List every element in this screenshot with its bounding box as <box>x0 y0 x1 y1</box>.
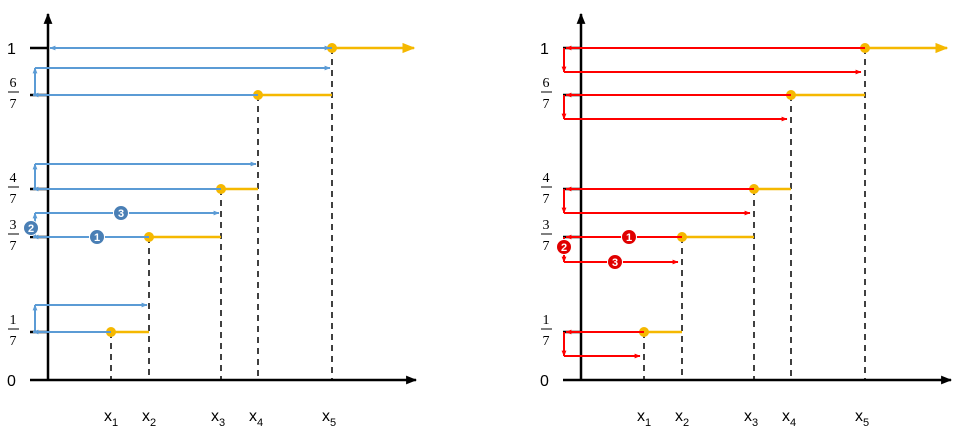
left-step-badge-2: 2 <box>23 220 39 236</box>
left-dashed-lines <box>110 48 333 380</box>
y-label-one-seventh: 1 7 <box>8 313 19 349</box>
y-label-three-sevenths: 3 7 <box>541 218 552 254</box>
y-label-four-sevenths: 4 7 <box>8 171 19 207</box>
svg-text:1: 1 <box>10 313 17 328</box>
svg-text:6: 6 <box>543 76 550 91</box>
svg-text:1: 1 <box>626 232 632 244</box>
right-step-function <box>644 42 949 334</box>
right-step-badge-2: 2 <box>556 239 572 255</box>
y-label-zero: 0 <box>7 373 16 390</box>
right-step-badge-3: 3 <box>607 254 623 270</box>
svg-text:7: 7 <box>10 239 17 254</box>
x-label-5: x5 <box>855 408 869 429</box>
svg-text:3: 3 <box>543 218 550 233</box>
x-label-3: x3 <box>744 408 758 429</box>
y-label-one-seventh: 1 7 <box>541 313 552 349</box>
svg-text:3: 3 <box>612 257 618 269</box>
svg-text:7: 7 <box>543 97 550 112</box>
svg-text:2: 2 <box>28 223 34 235</box>
svg-text:7: 7 <box>543 334 550 349</box>
right-plot: 1 2 3 1 0 6 7 4 7 3 7 1 <box>540 12 953 429</box>
left-step-badge-1: 1 <box>89 229 105 245</box>
left-step-badge-3: 3 <box>113 205 129 221</box>
svg-text:1: 1 <box>543 313 550 328</box>
svg-text:3: 3 <box>118 208 124 220</box>
x-label-1: x1 <box>637 408 651 429</box>
y-label-one: 1 <box>540 41 549 58</box>
svg-text:2: 2 <box>561 242 567 254</box>
y-label-zero: 0 <box>540 373 549 390</box>
y-label-one: 1 <box>7 41 16 58</box>
svg-text:7: 7 <box>10 334 17 349</box>
right-step-badge-1: 1 <box>621 229 637 245</box>
x-label-5: x5 <box>322 408 336 429</box>
svg-text:4: 4 <box>10 171 17 186</box>
svg-text:4: 4 <box>543 171 550 186</box>
x-label-1: x1 <box>104 408 118 429</box>
y-label-four-sevenths: 4 7 <box>541 171 552 207</box>
left-arrows <box>32 45 332 335</box>
x-label-2: x2 <box>675 408 689 429</box>
svg-text:7: 7 <box>10 97 17 112</box>
svg-text:3: 3 <box>10 218 17 233</box>
y-label-six-sevenths: 6 7 <box>8 76 19 112</box>
left-step-function <box>111 42 416 334</box>
y-label-three-sevenths: 3 7 <box>8 218 19 254</box>
svg-text:7: 7 <box>10 192 17 207</box>
left-plot: 1 2 3 1 0 6 7 4 7 3 7 1 <box>7 12 418 429</box>
x-label-4: x4 <box>249 408 263 429</box>
y-label-six-sevenths: 6 7 <box>541 76 552 112</box>
x-label-3: x3 <box>211 408 225 429</box>
x-label-4: x4 <box>782 408 796 429</box>
svg-text:7: 7 <box>543 192 550 207</box>
right-arrows <box>561 45 865 359</box>
svg-text:1: 1 <box>94 232 100 244</box>
svg-text:6: 6 <box>10 76 17 91</box>
x-label-2: x2 <box>142 408 156 429</box>
svg-text:7: 7 <box>543 239 550 254</box>
right-dashed-lines <box>643 48 866 380</box>
